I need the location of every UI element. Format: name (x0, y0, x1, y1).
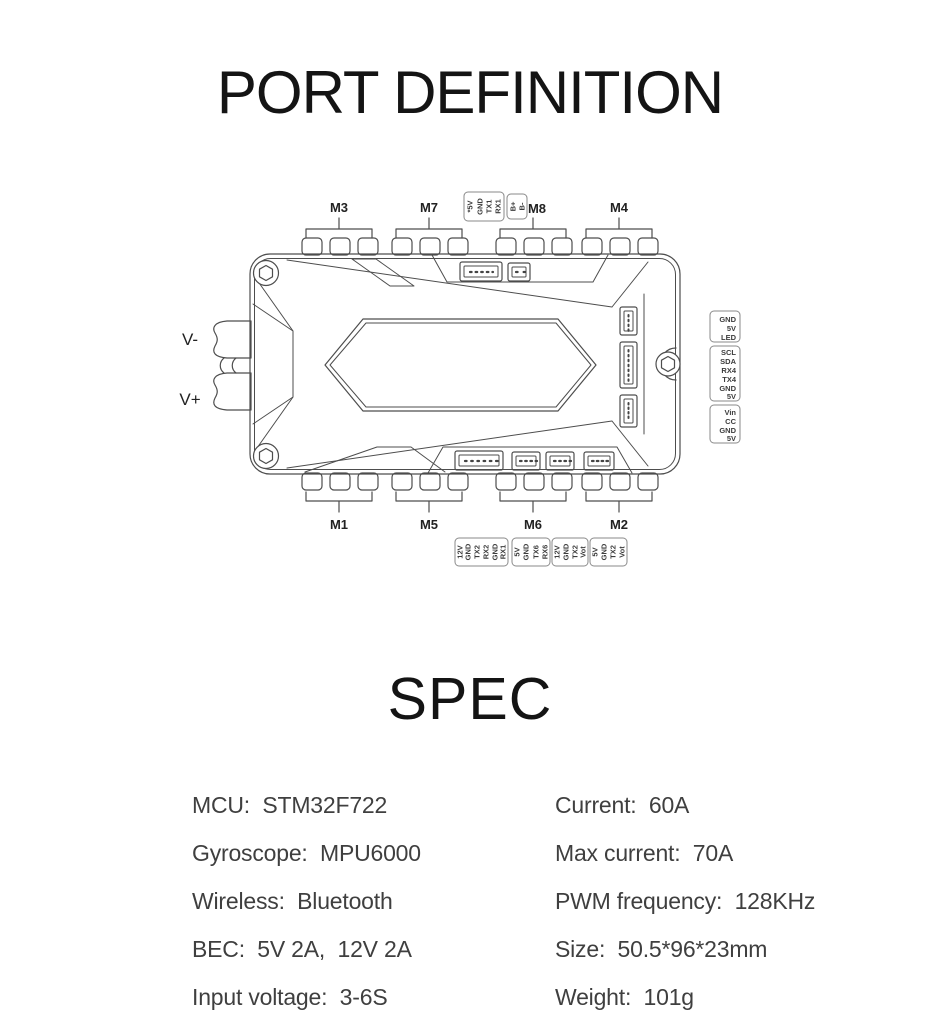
hex-nut-icon (660, 356, 676, 373)
svg-text:5V: 5V (727, 434, 736, 443)
spec-item: Max current: 70A (555, 839, 734, 866)
motor-label: M1 (330, 517, 348, 532)
svg-text:12V: 12V (456, 546, 465, 559)
spec-item: BEC: 5V 2A, 12V 2A (192, 935, 412, 962)
svg-text:GND: GND (719, 426, 736, 435)
board-outline (249, 253, 681, 475)
motor-labels: M3 M7 M8 M4 M1 M5 M6 M2 (330, 200, 629, 532)
port-definition-diagram: M3 M7 M8 M4 M1 M5 M6 M2 V- V+ *5V GND TX… (0, 166, 940, 583)
hex-nut-icon (258, 265, 274, 282)
motor-label: M4 (610, 200, 629, 215)
bottom-connectors (427, 446, 633, 474)
spec-column-right: Current: 60A Max current: 70A PWM freque… (555, 781, 815, 1021)
heatsink-chamfer-lines (252, 258, 649, 473)
battery-positive-label: V+ (179, 390, 200, 409)
svg-text:LED: LED (721, 333, 737, 342)
esc-board-diagram: M3 M7 M8 M4 M1 M5 M6 M2 V- V+ *5V GND TX… (179, 191, 741, 567)
svg-text:5V: 5V (591, 548, 600, 557)
spec-item: Size: 50.5*96*23mm (555, 935, 768, 962)
svg-text:RX6: RX6 (541, 545, 550, 560)
right-connectors (619, 293, 645, 435)
page-title: PORT DEFINITION (216, 59, 724, 126)
spec-item: Weight: 101g (555, 983, 694, 1010)
svg-text:Vot: Vot (579, 546, 588, 558)
svg-text:SCL: SCL (721, 348, 736, 357)
top-connectors (431, 254, 609, 283)
battery-labels: V- V+ (179, 330, 200, 409)
svg-text:SDA: SDA (720, 357, 736, 366)
spec-item: Wireless: Bluetooth (192, 887, 393, 914)
motor-label: M2 (610, 517, 628, 532)
svg-text:5V: 5V (513, 548, 522, 557)
motor-tabs-bottom (301, 472, 659, 513)
svg-text:5V: 5V (727, 392, 736, 401)
svg-text:TX6: TX6 (532, 545, 541, 559)
battery-negative-label: V- (182, 330, 198, 349)
svg-text:12V: 12V (553, 546, 562, 559)
svg-text:TX2: TX2 (473, 545, 482, 559)
svg-text:B-: B- (518, 202, 527, 210)
svg-text:CC: CC (725, 417, 736, 426)
svg-text:Vin: Vin (724, 408, 736, 417)
svg-text:TX4: TX4 (722, 375, 737, 384)
pin-block-top-uart (463, 191, 528, 222)
svg-text:GND: GND (600, 543, 609, 560)
right-pin-labels: GND 5V LED SCL SDA RX4 TX4 GND 5V Vin CC… (719, 315, 736, 443)
spec-item: Current: 60A (555, 791, 690, 818)
motor-label: M3 (330, 200, 348, 215)
svg-text:GND: GND (719, 315, 736, 324)
svg-text:RX2: RX2 (482, 545, 491, 560)
svg-text:B+: B+ (509, 201, 518, 211)
pin-blocks-right (709, 310, 741, 444)
motor-tabs-top (301, 217, 659, 256)
spec-column-left: MCU: STM32F722 Gyroscope: MPU6000 Wirele… (192, 781, 492, 1021)
svg-text:RX1: RX1 (499, 545, 508, 560)
center-octagon (324, 318, 597, 412)
spec-item: Input voltage: 3-6S (192, 983, 388, 1010)
svg-text:5V: 5V (727, 324, 736, 333)
svg-text:TX1: TX1 (485, 200, 494, 214)
svg-text:GND: GND (464, 543, 473, 560)
pin-blocks-bottom (454, 537, 628, 567)
motor-label: M5 (420, 517, 438, 532)
svg-text:Vot: Vot (618, 546, 627, 558)
svg-text:GND: GND (719, 384, 736, 393)
hex-nut-icon (258, 448, 274, 465)
svg-text:GND: GND (476, 198, 485, 215)
mounting-nuts (252, 260, 681, 470)
bottom-pin-labels: 12V GND TX2 RX2 GND RX1 5V GND TX6 RX6 1… (456, 543, 627, 560)
spec-item: Gyroscope: MPU6000 (192, 839, 421, 866)
svg-text:RX1: RX1 (494, 199, 503, 214)
spec-item: PWM frequency: 128KHz (555, 887, 816, 914)
spec-item: MCU: STM32F722 (192, 791, 388, 818)
svg-text:GND: GND (562, 543, 571, 560)
spec-title: SPEC (387, 666, 553, 733)
spec-list: MCU: STM32F722 Gyroscope: MPU6000 Wirele… (0, 781, 940, 1021)
motor-label: M7 (420, 200, 438, 215)
motor-label: M6 (524, 517, 542, 532)
svg-text:GND: GND (522, 543, 531, 560)
motor-label: M8 (528, 201, 546, 216)
top-pin-labels: *5V GND TX1 RX1 B+ B- (466, 198, 527, 215)
svg-text:TX2: TX2 (609, 545, 618, 559)
svg-text:RX4: RX4 (721, 366, 736, 375)
svg-text:*5V: *5V (466, 201, 475, 213)
svg-text:GND: GND (491, 543, 500, 560)
svg-text:TX2: TX2 (571, 545, 580, 559)
battery-pads (213, 320, 252, 411)
